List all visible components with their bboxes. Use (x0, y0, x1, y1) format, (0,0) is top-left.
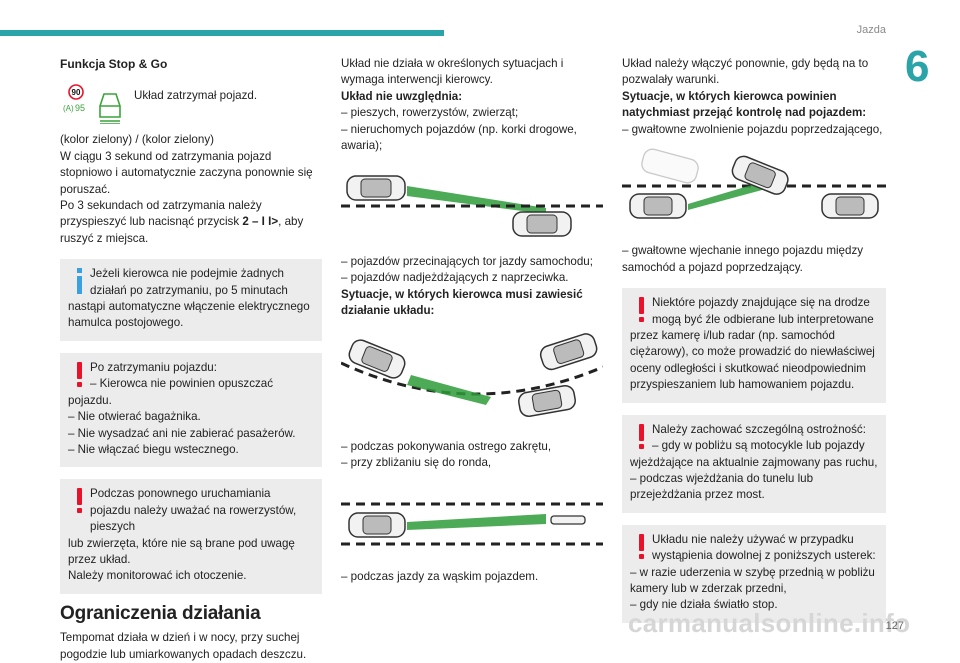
warning-icon (638, 297, 645, 323)
column-2: Układ nie działa w określonych sytuacjac… (340, 56, 604, 586)
svg-text:(A): (A) (63, 104, 74, 113)
cruise-control-stop-icon: 90 (A) 95 (60, 84, 134, 126)
warning-box-caution: Należy zachować szczególną ostrożność: –… (622, 414, 886, 513)
warning-box-restart: Podczas ponownego uruchamiania pojazdu n… (60, 479, 322, 594)
illustration-sudden-braking (622, 146, 886, 235)
stop-go-icon-text: Układ zatrzymał pojazd. (134, 89, 258, 103)
header-title: Jazda (856, 24, 886, 36)
warning-box-faults: Układu nie należy używać w przypadku wys… (622, 524, 886, 623)
car-icon (348, 339, 406, 380)
stop-go-row: 90 (A) 95 Układ zatrzymał pojazd. (60, 84, 322, 126)
stationary-car-icon (512, 211, 572, 238)
column-1: Funkcja Stop & Go 90 (A) 95 Układ zatrzy… (60, 56, 322, 663)
illustration-narrow-vehicle (341, 480, 603, 561)
color-note: (kolor zielony) / (kolor zielony) (60, 133, 214, 147)
leading-car-icon (539, 333, 598, 371)
resume-instructions: Po 3 sekundach od zatrzymania należy prz… (60, 199, 304, 245)
leading-car-icon (821, 193, 879, 219)
warning-icon (76, 488, 83, 514)
car-icon (629, 193, 687, 219)
watermark: carmanualsonline.info (628, 608, 911, 638)
warning-box-stopped: Po zatrzymaniu pojazdu: – Kierowca nie p… (60, 352, 322, 468)
cutting-in-car-icon (731, 155, 789, 195)
section-text: Tempomat działa w dzień i w nocy, przy s… (60, 631, 307, 661)
column-3: Układ należy włączyć ponownie, gdy będą … (622, 56, 886, 635)
stop-go-heading: Funkcja Stop & Go (60, 57, 168, 71)
button-reference: 2 – I I> (242, 215, 279, 229)
speed-setting-bottom-label: 95 (75, 103, 85, 113)
warning-icon (638, 423, 645, 450)
ghost-car-icon (641, 148, 699, 184)
car-in-bend-icon (518, 385, 576, 418)
illustration-sharp-bend (340, 327, 604, 430)
info-box: Jeżeli kierowca nie podejmie żadnych dzi… (60, 259, 322, 341)
car-icon (348, 511, 406, 538)
info-icon (76, 268, 83, 295)
warning-icon (76, 361, 83, 388)
section-title: Ograniczenia działania (60, 602, 261, 624)
warning-box-detection: Niektóre pojazdy znajdujące się na drodz… (622, 288, 886, 403)
auto-restart-text: W ciągu 3 sekund od zatrzymania pojazd s… (60, 149, 313, 196)
header-accent-bar (0, 30, 444, 36)
page-number: 127 (885, 620, 904, 632)
speed-limit-top-label: 90 (72, 88, 81, 97)
illustration-stationary-vehicle (341, 162, 603, 245)
car-icon (346, 175, 406, 202)
warning-icon (638, 533, 645, 560)
chapter-number: 6 (905, 42, 930, 91)
motorcycle-icon (550, 515, 586, 525)
